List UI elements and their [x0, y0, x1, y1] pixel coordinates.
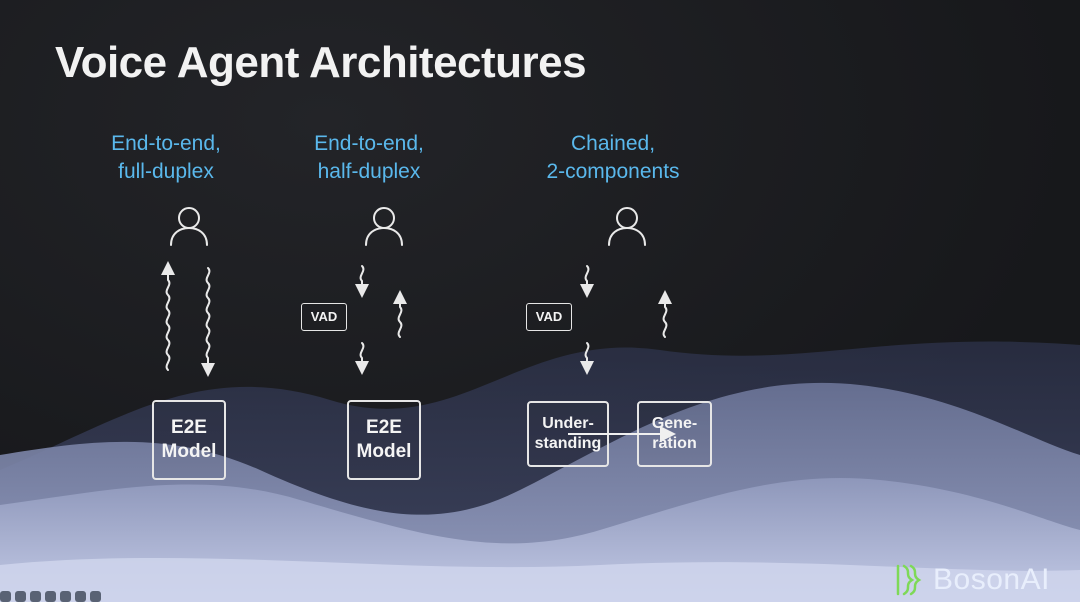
- squiggle-arrow-up-icon: [393, 290, 407, 338]
- squiggle-arrow-down-icon: [580, 265, 594, 298]
- heading-line-1: Chained,: [570, 132, 656, 155]
- understanding-line-2: standing: [534, 435, 602, 452]
- player-toolbar[interactable]: [0, 590, 101, 602]
- toolbar-button[interactable]: [15, 590, 26, 602]
- heading-chained: Chained, 2-components: [503, 130, 723, 186]
- model-line-1: E2E: [171, 417, 207, 438]
- e2e-model-box-full-duplex: E2E Model: [152, 400, 226, 480]
- squiggle-arrow-up-icon: [658, 290, 672, 338]
- heading-line-1: End-to-end,: [111, 132, 221, 155]
- heading-line-1: End-to-end,: [314, 132, 424, 155]
- squiggle-arrow-down-icon: [580, 342, 594, 375]
- model-line-2: Model: [161, 441, 217, 462]
- model-line-2: Model: [356, 441, 412, 462]
- toolbar-button[interactable]: [0, 590, 11, 602]
- heading-line-2: 2-components: [546, 160, 680, 183]
- toolbar-button[interactable]: [30, 590, 41, 602]
- user-icon: [608, 207, 646, 246]
- user-icon: [170, 207, 208, 246]
- vad-box-chained: VAD: [526, 303, 572, 331]
- toolbar-button[interactable]: [45, 590, 56, 602]
- model-line-1: E2E: [366, 417, 402, 438]
- boson-logo-icon: [896, 564, 922, 596]
- squiggle-arrow-up-icon: [161, 261, 175, 371]
- toolbar-button[interactable]: [60, 590, 71, 602]
- slide-title: Voice Agent Architectures: [55, 38, 587, 87]
- squiggle-arrow-down-icon: [201, 267, 215, 377]
- heading-half-duplex: End-to-end, half-duplex: [259, 130, 479, 186]
- vad-box-half-duplex: VAD: [301, 303, 347, 331]
- understanding-line-1: Under-: [542, 415, 594, 432]
- e2e-model-box-half-duplex: E2E Model: [347, 400, 421, 480]
- toolbar-button[interactable]: [75, 590, 86, 602]
- squiggle-arrow-down-icon: [355, 342, 369, 375]
- heading-line-2: full-duplex: [118, 160, 214, 183]
- logo-text: BosonAI: [933, 563, 1050, 596]
- user-icon: [365, 207, 403, 246]
- toolbar-button[interactable]: [90, 590, 101, 602]
- heading-line-2: half-duplex: [317, 160, 421, 183]
- squiggle-arrow-down-icon: [355, 265, 369, 298]
- boson-ai-logo: BosonAI: [895, 560, 1050, 600]
- heading-full-duplex: End-to-end, full-duplex: [56, 130, 276, 186]
